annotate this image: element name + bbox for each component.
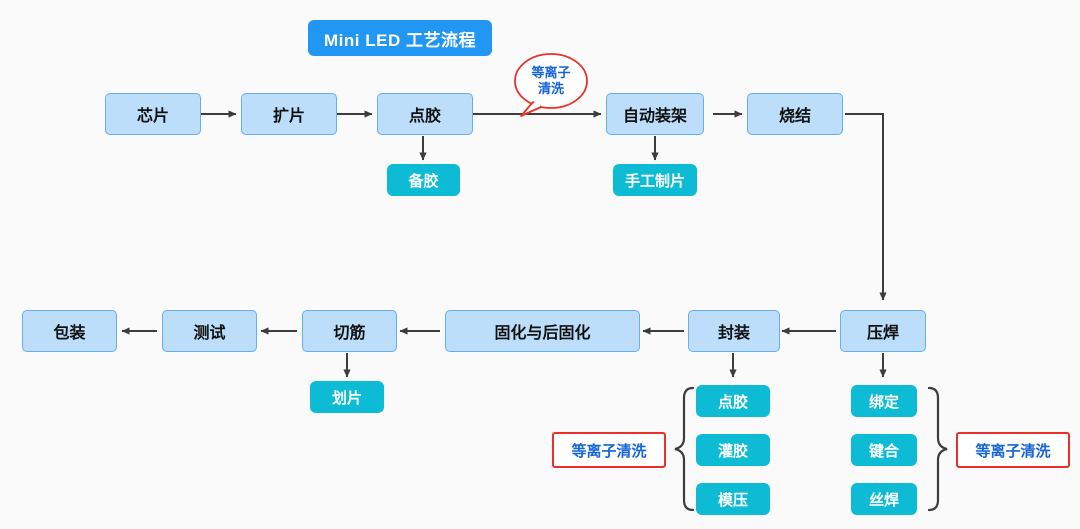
plasma-clean-callout-text: 等离子 清洗 — [513, 53, 589, 109]
node-packaging[interactable]: 包装 — [22, 310, 117, 352]
callout-line-1: 等离子 — [531, 65, 571, 80]
subnode-bond-attach[interactable]: 绑定 — [851, 385, 917, 417]
node-curing[interactable]: 固化与后固化 — [445, 310, 640, 352]
node-sintering[interactable]: 烧结 — [747, 93, 843, 135]
node-auto-mount[interactable]: 自动装架 — [606, 93, 704, 135]
node-bonding[interactable]: 压焊 — [840, 310, 926, 352]
node-trimming[interactable]: 切筋 — [302, 310, 397, 352]
node-encapsulation[interactable]: 封装 — [688, 310, 780, 352]
subnode-enc-molding[interactable]: 模压 — [696, 483, 770, 515]
node-expand[interactable]: 扩片 — [241, 93, 337, 135]
node-dispensing[interactable]: 点胶 — [377, 93, 473, 135]
subnode-bond-wirebond[interactable]: 键合 — [851, 434, 917, 466]
plasma-clean-callout: 等离子 清洗 — [513, 53, 589, 109]
node-testing[interactable]: 测试 — [162, 310, 257, 352]
page-title: Mini LED 工艺流程 — [308, 20, 492, 56]
subnode-enc-potting[interactable]: 灌胶 — [696, 434, 770, 466]
plasma-clean-tag-left[interactable]: 等离子清洗 — [552, 432, 666, 468]
subnode-enc-dispensing[interactable]: 点胶 — [696, 385, 770, 417]
subnode-bond-solder[interactable]: 丝焊 — [851, 483, 917, 515]
subnode-glue-prep[interactable]: 备胶 — [387, 164, 460, 196]
node-chip[interactable]: 芯片 — [105, 93, 201, 135]
plasma-clean-tag-right[interactable]: 等离子清洗 — [956, 432, 1070, 468]
callout-line-2: 清洗 — [537, 81, 564, 96]
subnode-manual-sheeting[interactable]: 手工制片 — [613, 164, 697, 196]
subnode-dicing[interactable]: 划片 — [310, 381, 384, 413]
